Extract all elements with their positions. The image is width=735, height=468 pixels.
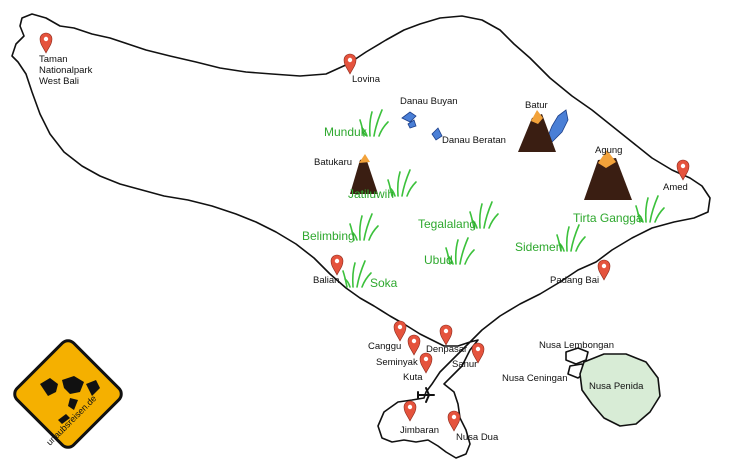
rice-grass-icon (387, 169, 417, 197)
rice-grass-icon (469, 201, 499, 229)
town-label: Sanur (452, 359, 477, 370)
volcano-batur (518, 110, 556, 152)
volcano-label: Agung (595, 145, 622, 156)
volcano-label: Batur (525, 100, 548, 111)
map-pin-icon[interactable] (393, 320, 407, 342)
town-label: Amed (663, 182, 688, 193)
rice-grass-icon (556, 224, 586, 252)
town-label: Seminyak (376, 357, 418, 368)
town-label: Canggu (368, 341, 401, 352)
world-map-icon (40, 376, 100, 424)
lake-buyan-shape (401, 111, 417, 129)
airplane-icon (417, 387, 435, 403)
map-pin-icon[interactable] (597, 259, 611, 281)
terrace-label: Tegalalang (418, 217, 476, 231)
terrace-label: Jatiluwih (348, 187, 394, 201)
map-pin-icon[interactable] (403, 400, 417, 422)
town-label: Nusa Dua (456, 432, 499, 443)
island-nusa-penida (579, 353, 661, 427)
town-label: Padang Bai (550, 275, 599, 286)
volcano-batukaru (350, 154, 378, 194)
terrace-label: Munduk (324, 125, 368, 139)
rice-grass-icon (635, 195, 665, 223)
lake-batur-shape (547, 109, 569, 143)
volcano-label: Batukaru (314, 157, 352, 168)
terrace-label: Sidemen (515, 240, 562, 254)
urlaubsreisen-badge (13, 339, 123, 449)
map-pin-icon[interactable] (343, 53, 357, 75)
terrace-label: Belimbing (302, 229, 355, 243)
island-label: Nusa Penida (589, 381, 644, 392)
map-pin-icon[interactable] (676, 159, 690, 181)
rice-grass-icon (349, 213, 379, 241)
map-pin-icon[interactable] (439, 324, 453, 346)
map-pin-icon[interactable] (471, 342, 485, 364)
island-label: Nusa Lembongan (539, 340, 614, 351)
town-label: Kuta (403, 372, 423, 383)
lake-label: Danau Beratan (442, 135, 506, 146)
island-nusa-lembongan (565, 347, 589, 365)
town-label: Jimbaran (400, 425, 439, 436)
map-pin-icon[interactable] (419, 352, 433, 374)
town-label: Balian (313, 275, 339, 286)
map-pin-icon[interactable] (447, 410, 461, 432)
lake-label: Danau Buyan (400, 96, 458, 107)
terrace-label: Soka (370, 276, 398, 290)
rice-grass-icon (359, 109, 389, 137)
island-label: Nusa Ceningan (502, 373, 568, 384)
map-pin-icon[interactable] (39, 32, 53, 54)
town-label: Denpasar (426, 344, 467, 355)
terrace-label: Ubud (424, 253, 453, 267)
map-pin-icon[interactable] (407, 334, 421, 356)
town-label: Lovina (352, 74, 381, 85)
map-pin-icon[interactable] (330, 254, 344, 276)
rice-grass-icon (342, 260, 372, 288)
volcano-agung (584, 150, 632, 200)
rice-grass-icon (445, 237, 475, 265)
terrace-label: Tirta Gangga (573, 211, 643, 225)
lake-beratan-shape (431, 127, 443, 141)
